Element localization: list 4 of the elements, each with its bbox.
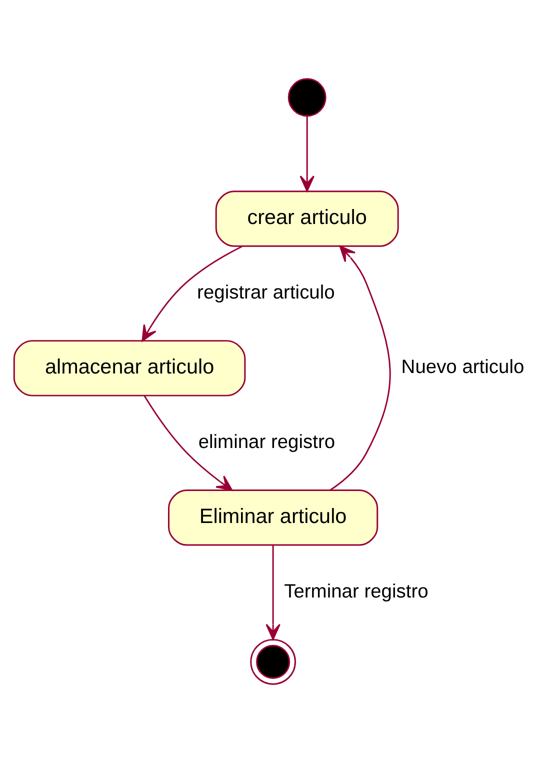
edge-label: Terminar registro xyxy=(284,580,428,602)
edge-label: Nuevo articulo xyxy=(401,356,524,378)
edge-label: registrar articulo xyxy=(197,282,335,303)
edge-label: eliminar registro xyxy=(198,431,336,452)
